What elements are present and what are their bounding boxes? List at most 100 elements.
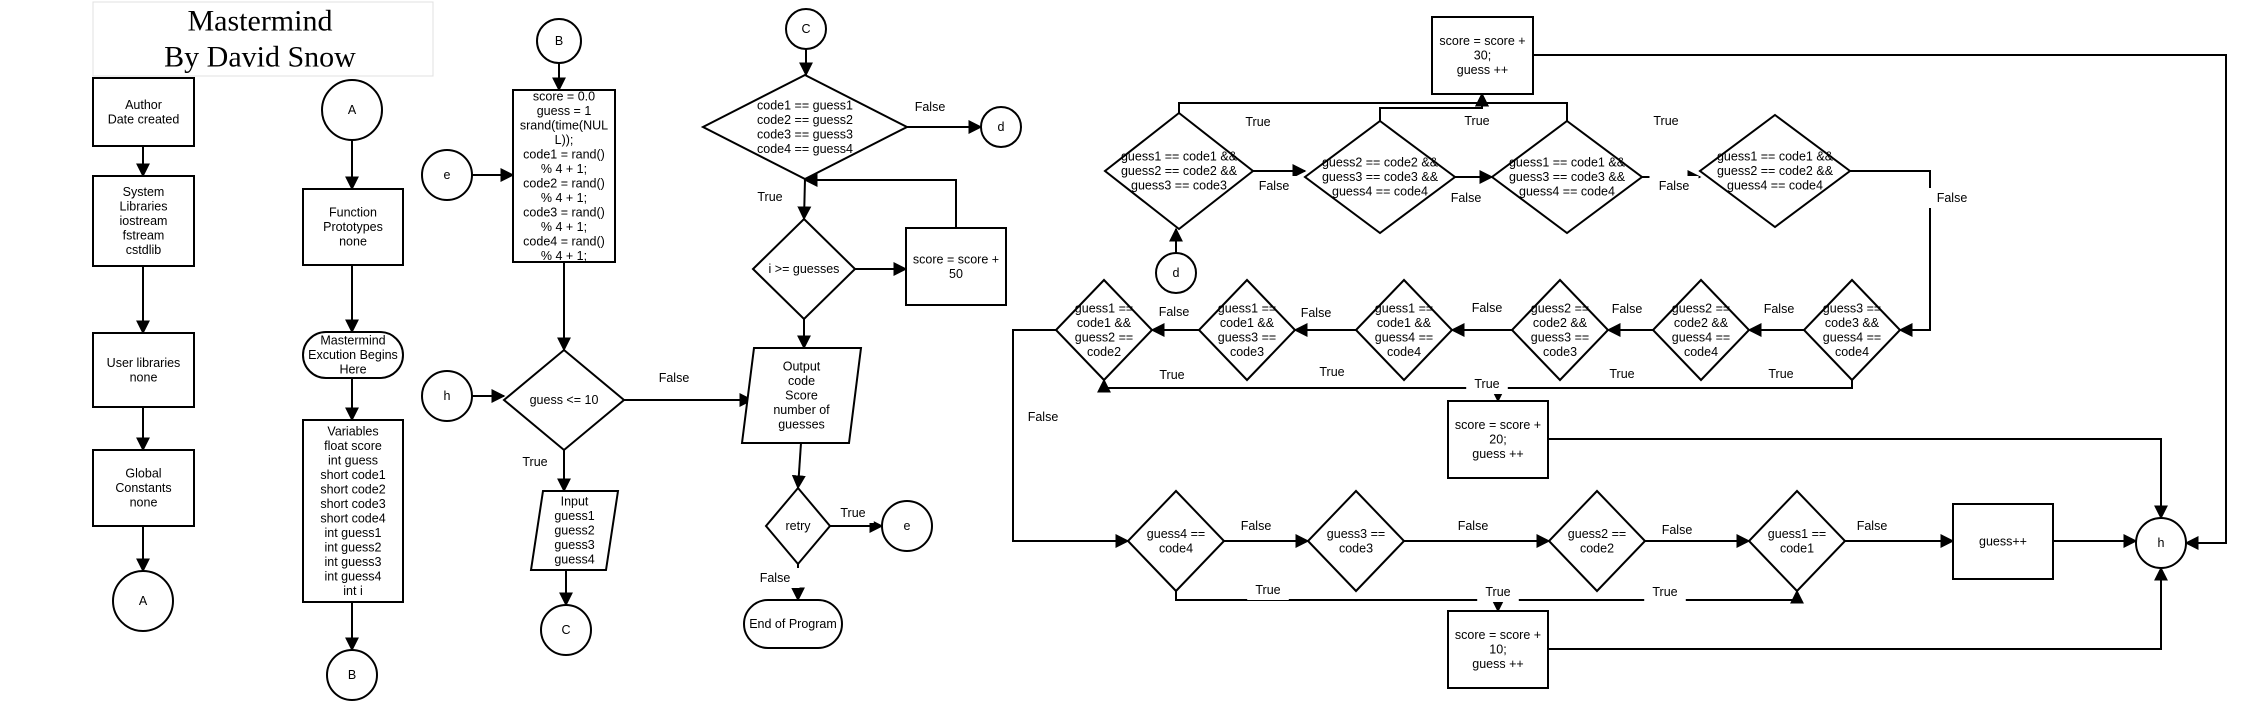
title-frame xyxy=(92,1,434,77)
edge-label-text: False xyxy=(1159,305,1190,319)
edge-label-bg xyxy=(1466,374,1508,394)
edge-label: False xyxy=(1441,188,1491,208)
node-end: End of Program xyxy=(743,599,843,649)
node-text: code4 xyxy=(1835,345,1869,359)
node-text: h xyxy=(444,389,451,403)
node-text: guesses xyxy=(778,418,825,432)
edge-label-bg xyxy=(832,503,874,523)
node-text: C xyxy=(801,22,810,36)
edge-label-text: True xyxy=(1653,114,1678,128)
decision-shape xyxy=(1306,489,1406,593)
node-shape xyxy=(512,89,616,263)
flow-arrow xyxy=(1533,54,2227,550)
node-text: guess <= 10 xyxy=(530,393,599,407)
edge-label-bg xyxy=(1652,520,1702,540)
edge-label-bg xyxy=(1231,516,1281,536)
node-text: guess4 == xyxy=(1375,330,1433,344)
node-text: int guess2 xyxy=(325,540,382,554)
decision-shape xyxy=(1126,489,1226,593)
node-text: Output xyxy=(783,360,821,374)
edge-label-bg xyxy=(649,368,699,388)
node-s4: guess1 ==code1 xyxy=(1747,489,1847,593)
edge-label-bg xyxy=(1018,407,1068,427)
node-text: srand(time(NUL xyxy=(520,118,608,132)
node-text: code2 xyxy=(1580,541,1614,555)
node-text: User libraries xyxy=(107,356,181,370)
edge-label-bg xyxy=(1441,188,1491,208)
node-text: iostream xyxy=(120,214,168,228)
node-text: code1 = rand() xyxy=(523,147,605,161)
edge-label: False xyxy=(1649,176,1699,196)
node-text: code3 == guess3 xyxy=(757,127,853,141)
node-t3c: guess1 == code1 &&guess3 == code3 &&gues… xyxy=(1490,119,1644,235)
node-text: B xyxy=(348,668,356,682)
node-text: guess4 == code4 xyxy=(1727,179,1823,193)
connector-shape xyxy=(1155,252,1197,294)
node-text: Input xyxy=(561,495,589,509)
edge-label-text: False xyxy=(1259,179,1290,193)
node-connH1: h xyxy=(421,370,473,422)
edge-label-text: False xyxy=(915,100,946,114)
edge-label: False xyxy=(1754,299,1804,319)
node-p1: guess3 ==code3 &&guess4 ==code4 xyxy=(1802,278,1902,382)
node-text: Variables xyxy=(327,424,378,438)
node-s3: guess2 ==code2 xyxy=(1547,489,1647,593)
node-shape xyxy=(905,227,1007,306)
decision-shape xyxy=(1054,278,1154,382)
node-text: guess1 xyxy=(554,509,594,523)
node-text: guess3 == xyxy=(1218,330,1276,344)
node-text: code3 xyxy=(1230,345,1264,359)
edge-label-bg xyxy=(1247,580,1289,600)
node-t3d: guess1 == code1 &&guess2 == code2 &&gues… xyxy=(1698,113,1852,229)
node-t3b: guess2 == code2 &&guess3 == code3 &&gues… xyxy=(1303,119,1457,235)
node-shape xyxy=(302,419,404,603)
edge-label: True xyxy=(1601,364,1643,384)
node-text: % 4 + 1; xyxy=(541,220,587,234)
node-score10: score = score +10;guess ++ xyxy=(1447,610,1549,689)
decision-shape xyxy=(1698,113,1852,229)
node-text: guess ++ xyxy=(1457,63,1508,77)
node-text: code4 xyxy=(1387,345,1421,359)
node-p4: guess1 ==code1 &&guess4 ==code4 xyxy=(1354,278,1454,382)
node-text: code4 == guess4 xyxy=(757,142,853,156)
edge-label-text: True xyxy=(1159,368,1184,382)
edge-label: True xyxy=(1456,111,1498,131)
node-text: guess3 == xyxy=(1823,301,1881,315)
node-text: Constants xyxy=(115,481,171,495)
edge-label-text: False xyxy=(1472,301,1503,315)
edge-label-text: False xyxy=(1662,523,1693,537)
flow-arrow xyxy=(791,442,806,490)
node-text: guess2 == xyxy=(1568,527,1626,541)
edge-label-bg xyxy=(1311,362,1353,382)
decision-shape xyxy=(1354,278,1454,382)
node-p5: guess1 ==code1 &&guess3 ==code3 xyxy=(1197,278,1297,382)
node-shape xyxy=(92,449,195,527)
node-text: guess++ xyxy=(1979,535,2027,549)
edge-label-bg xyxy=(1448,516,1498,536)
node-text: fstream xyxy=(123,229,165,243)
node-shape xyxy=(1447,400,1549,479)
node-text: code4 xyxy=(1684,345,1718,359)
node-text: none xyxy=(339,235,367,249)
decision-shape xyxy=(1802,278,1902,382)
edge-labels: TrueFalseFalseTrueTrueFalseTrueFalseTrue… xyxy=(514,97,1977,602)
node-text: 20; xyxy=(1489,433,1506,447)
node-text: e xyxy=(904,519,911,533)
node-shape xyxy=(743,599,843,649)
node-text: guess2 == code2 && xyxy=(1717,164,1834,178)
node-text: int guess3 xyxy=(325,555,382,569)
node-text: code1 xyxy=(1780,541,1814,555)
edge-label-bg xyxy=(1151,365,1193,385)
node-connC2: C xyxy=(785,8,827,50)
node-connE2: e xyxy=(881,500,933,552)
node-guessle10: guess <= 10 xyxy=(502,348,626,452)
node-text: code3 xyxy=(1339,541,1373,555)
edge-label: False xyxy=(1291,303,1341,323)
node-text: code2 && xyxy=(1533,316,1588,330)
node-text: Here xyxy=(339,363,366,377)
decision-shape xyxy=(1490,119,1644,235)
node-text: short code3 xyxy=(320,497,385,511)
